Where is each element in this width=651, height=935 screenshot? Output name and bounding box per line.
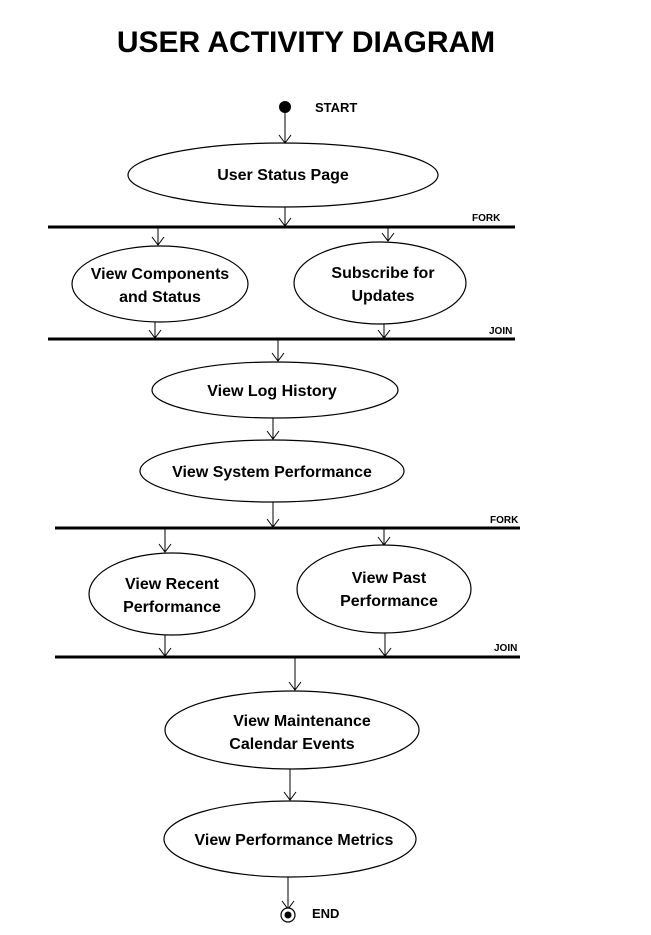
activity-label: Calendar Events <box>229 736 354 753</box>
activity-label: View Performance Metrics <box>195 832 394 849</box>
arrow-status-to-fork <box>278 207 292 227</box>
activity-label: and Status <box>119 289 201 306</box>
start-node <box>279 101 291 113</box>
arrow-join-to-maintenance <box>288 658 302 691</box>
arrow-join-to-log <box>271 340 285 362</box>
activity-label: View Past <box>352 570 427 587</box>
activity-view-log-history: View Log History <box>151 361 399 419</box>
diagram-title: USER ACTIVITY DIAGRAM <box>117 26 495 59</box>
activity-label: Updates <box>351 288 414 305</box>
activity-label: Performance <box>340 593 438 610</box>
arrow-log-to-system <box>266 418 280 440</box>
activity-label: View Log History <box>207 383 337 400</box>
activity-view-recent-performance: View Recent Performance <box>88 552 256 636</box>
activity-view-past-performance: View Past Performance <box>296 544 472 634</box>
fork-label-2: FORK <box>490 515 519 526</box>
activity-label: View Recent <box>125 576 220 593</box>
arrow-metrics-to-end <box>281 877 295 910</box>
join-label-2: JOIN <box>494 643 517 654</box>
activity-view-components: View Components and Status <box>71 245 249 323</box>
arrow-recent-to-join <box>158 635 172 657</box>
end-label: END <box>312 906 339 921</box>
activity-label: Subscribe for <box>331 265 434 282</box>
arrow-subscribe-to-join <box>377 324 391 339</box>
activity-label: Performance <box>123 599 221 616</box>
arrow-fork-to-recent <box>158 529 172 553</box>
activity-view-maintenance-calendar: View Maintenance Calendar Events <box>164 690 420 770</box>
activity-label: View Components <box>91 266 229 283</box>
join-label-1: JOIN <box>489 326 512 337</box>
arrow-past-to-join <box>378 633 392 657</box>
arrow-components-to-join <box>148 322 162 339</box>
arrow-fork-to-subscribe <box>381 228 395 242</box>
activity-user-status-page: User Status Page <box>127 142 439 208</box>
end-node <box>280 907 296 923</box>
arrow-maintenance-to-metrics <box>283 769 297 801</box>
activity-label: View System Performance <box>172 464 372 481</box>
activity-view-performance-metrics: View Performance Metrics <box>163 800 417 878</box>
arrow-fork-to-past <box>377 529 391 546</box>
activity-subscribe-updates: Subscribe for Updates <box>293 241 467 325</box>
activity-label: View Maintenance <box>233 713 371 730</box>
fork-label-1: FORK <box>472 213 501 224</box>
arrow-system-to-fork <box>266 502 280 528</box>
activity-label: User Status Page <box>217 167 349 184</box>
activity-view-system-performance: View System Performance <box>139 439 405 503</box>
start-label: START <box>315 100 357 115</box>
arrow-fork-to-components <box>151 228 165 246</box>
arrow-start-to-status <box>278 113 292 144</box>
